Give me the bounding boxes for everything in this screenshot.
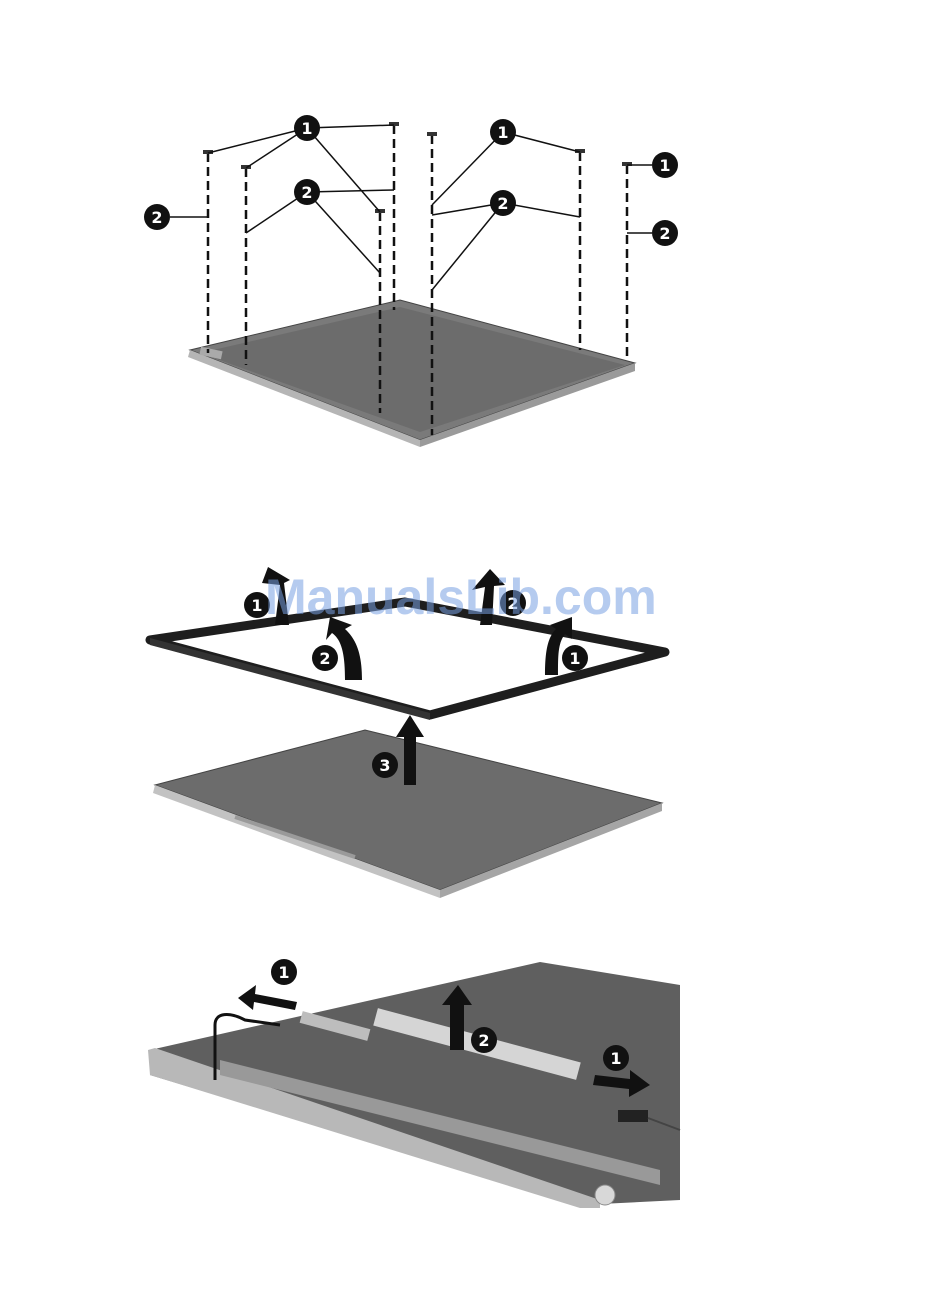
screws <box>203 122 632 213</box>
svg-text:2: 2 <box>151 208 162 227</box>
callout-1-right: 1 <box>562 645 588 671</box>
watermark: ManualsLib.com <box>265 568 657 626</box>
figure-disconnect-inverter: 1 1 2 <box>0 950 950 1220</box>
svg-text:2: 2 <box>497 194 508 213</box>
svg-text:1: 1 <box>278 963 289 982</box>
svg-text:1: 1 <box>497 123 508 142</box>
svg-text:1: 1 <box>659 156 670 175</box>
callout-2-d: 2 <box>652 220 678 246</box>
svg-text:1: 1 <box>569 649 580 668</box>
callout-1-right: 1 <box>603 1045 629 1071</box>
svg-text:1: 1 <box>610 1049 621 1068</box>
callout-2-a: 2 <box>144 204 170 230</box>
callout-1-left: 1 <box>271 959 297 985</box>
callout-1-c: 1 <box>652 152 678 178</box>
display-panel <box>188 300 635 447</box>
panel-screws-illustration: 1 1 1 2 2 2 2 <box>0 95 950 475</box>
svg-text:1: 1 <box>301 119 312 138</box>
svg-text:2: 2 <box>659 224 670 243</box>
svg-text:2: 2 <box>319 649 330 668</box>
callout-3: 3 <box>372 752 398 778</box>
callout-2-c: 2 <box>490 190 516 216</box>
callout-2-b: 2 <box>294 179 320 205</box>
inverter-illustration: 1 1 2 <box>0 950 950 1220</box>
callout-1-a: 1 <box>294 115 320 141</box>
svg-text:3: 3 <box>379 756 390 775</box>
svg-text:2: 2 <box>478 1031 489 1050</box>
callout-2-front: 2 <box>312 645 338 671</box>
figure-remove-screws: 1 1 1 2 2 2 2 <box>0 95 950 475</box>
callout-1-b: 1 <box>490 119 516 145</box>
callout-2: 2 <box>471 1027 497 1053</box>
svg-text:1: 1 <box>251 596 262 615</box>
svg-text:2: 2 <box>301 183 312 202</box>
inverter-connector <box>618 1110 648 1122</box>
